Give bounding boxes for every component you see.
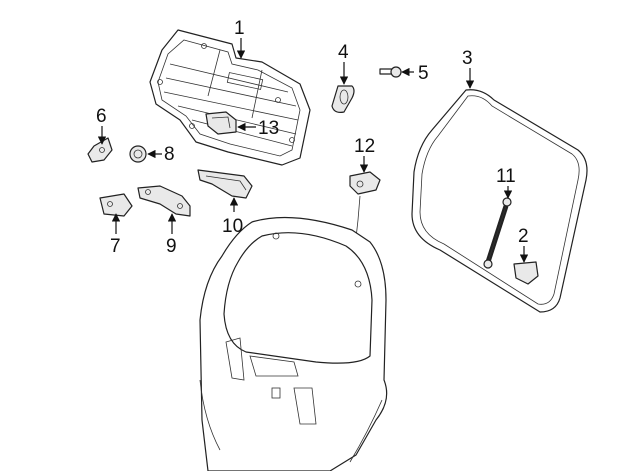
callout-5: 5 — [401, 63, 429, 84]
part-latch-cover — [331, 85, 355, 113]
part-gas-strut — [483, 197, 512, 269]
part-grommet — [129, 145, 147, 163]
callout-label-7: 7 — [110, 236, 121, 257]
part-outer-handle — [197, 169, 253, 199]
callout-13: 13 — [237, 118, 279, 139]
callout-label-9: 9 — [166, 236, 177, 257]
callout-label-8: 8 — [164, 144, 175, 165]
callout-label-3: 3 — [462, 48, 473, 69]
part-strut-bracket — [513, 261, 539, 285]
part-reinforcement-bracket — [137, 185, 191, 217]
callout-11: 11 — [496, 166, 516, 199]
callout-label-13: 13 — [258, 118, 279, 139]
callout-label-12: 12 — [354, 136, 375, 157]
callout-10: 10 — [222, 197, 243, 237]
callout-label-11: 11 — [496, 166, 516, 187]
callout-6: 6 — [96, 106, 107, 145]
callout-label-6: 6 — [96, 106, 107, 127]
part-weatherstrip — [411, 89, 588, 313]
callout-4: 4 — [338, 42, 349, 85]
callout-label-2: 2 — [518, 226, 529, 247]
callout-label-4: 4 — [338, 42, 349, 63]
callout-label-10: 10 — [222, 216, 243, 237]
callout-9: 9 — [166, 213, 177, 257]
part-hinge-lower — [99, 193, 133, 217]
part-screw — [379, 66, 402, 78]
callout-2: 2 — [518, 226, 529, 263]
callout-8: 8 — [147, 144, 175, 165]
part-trim-panel — [149, 29, 311, 166]
part-hinge-upper — [87, 137, 113, 163]
part-latch-rod — [349, 171, 381, 239]
callout-12: 12 — [354, 136, 375, 173]
part-liftgate-shell — [199, 216, 388, 471]
callout-7: 7 — [110, 213, 121, 257]
part-handle-bracket — [205, 111, 237, 135]
callout-3: 3 — [462, 48, 475, 89]
callout-label-1: 1 — [234, 18, 245, 39]
callout-1: 1 — [234, 18, 246, 59]
callout-label-5: 5 — [418, 63, 429, 84]
